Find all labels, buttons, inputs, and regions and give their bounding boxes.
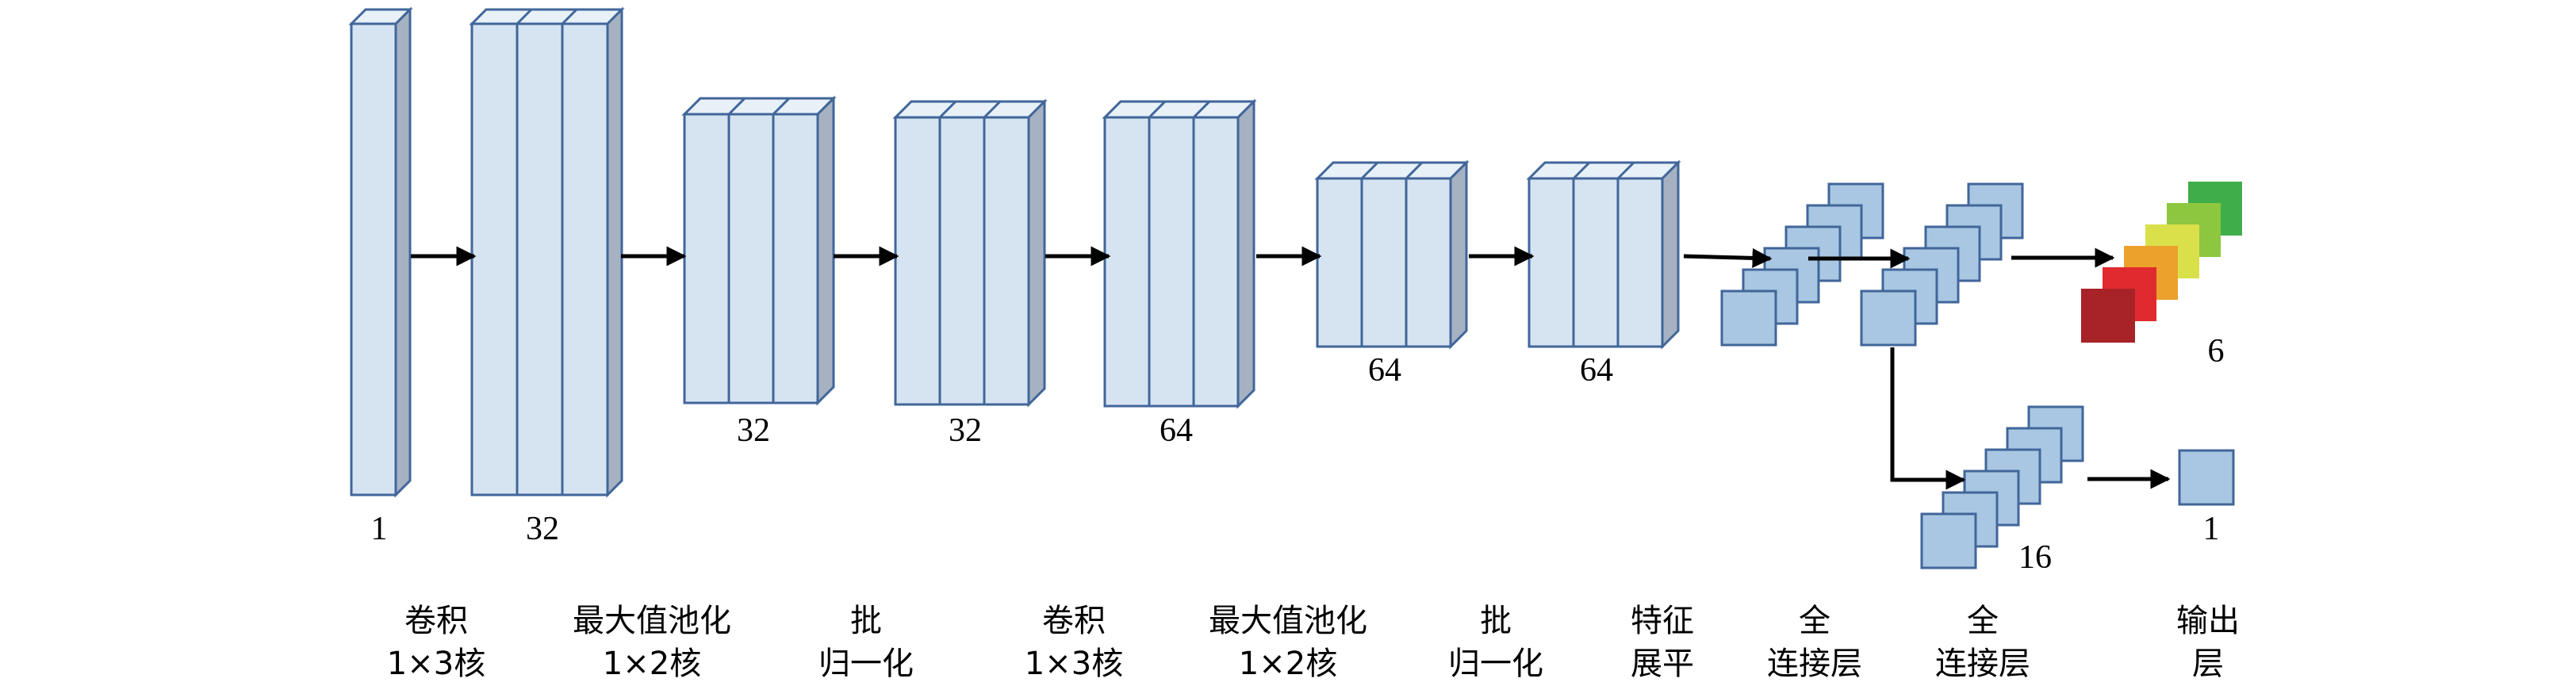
pool1-block xyxy=(681,95,837,406)
bn2-top-face xyxy=(1526,161,1681,180)
pool1-channel-slab xyxy=(683,113,730,404)
conv2-block xyxy=(1102,98,1257,409)
output-class-square xyxy=(2081,289,2135,343)
bn2-slab-edge xyxy=(1616,161,1635,180)
bn2-channel-slab xyxy=(1572,177,1620,348)
dense1-node-stack xyxy=(1860,182,2024,347)
caption-dense2-title: 全 xyxy=(1967,603,1999,639)
bn2-channel-slab xyxy=(1616,177,1664,348)
layer-captions: 卷积 1×3核 最大值池化 1×2核 批 归一化 卷积 1×3核 最大值池化 1… xyxy=(387,603,2240,682)
bn1-channels-label: 32 xyxy=(949,412,982,449)
caption-pool1-title: 最大值池化 xyxy=(573,603,731,639)
caption-pool1-kernel: 1×2核 xyxy=(603,646,701,682)
dense-layer-nodes xyxy=(1720,182,2242,569)
pool2-side-face xyxy=(1449,159,1468,350)
hidden-layer-size-label: 16 xyxy=(2018,539,2052,576)
conv2-slab-edge xyxy=(1148,100,1167,119)
flatten-node-stack-node xyxy=(1720,289,1777,347)
output-multiclass-label: 6 xyxy=(2208,333,2225,370)
conv1-channel-slab xyxy=(561,22,609,496)
caption-flatten-sub: 展平 xyxy=(1631,646,1694,682)
pool2-channel-slab xyxy=(1405,177,1452,348)
caption-bn1-title: 批 xyxy=(850,603,882,639)
bn1-channel-slab xyxy=(894,116,941,406)
feature-map-stacks xyxy=(348,6,1681,498)
conv1-channels-label: 32 xyxy=(526,511,559,547)
caption-conv2-title: 卷积 xyxy=(1042,603,1106,639)
dense1-node-stack-node xyxy=(1860,289,1917,347)
caption-dense1-sub: 连接层 xyxy=(1767,646,1862,682)
bn1-slab-edge xyxy=(983,100,1002,119)
pool2-block xyxy=(1314,159,1470,350)
conv1-channel-slab xyxy=(470,22,519,496)
caption-bn2-title: 批 xyxy=(1480,603,1512,639)
output-single-label: 1 xyxy=(2203,511,2220,547)
pool2-top-face xyxy=(1314,161,1470,180)
bn2-block xyxy=(1526,159,1681,350)
flatten-node-stack xyxy=(1720,182,1884,347)
pool2-channel-slab xyxy=(1316,177,1363,348)
conv2-channels-label: 64 xyxy=(1160,412,1193,449)
bn1-channel-slab xyxy=(983,116,1030,406)
pool1-slab-edge xyxy=(772,97,791,116)
caption-conv2-kernel: 1×3核 xyxy=(1025,646,1123,682)
arrow-bn2-to-flatten xyxy=(1683,247,1773,268)
bn1-channel-slab xyxy=(938,116,986,406)
conv2-channel-slab xyxy=(1148,116,1195,408)
input-channel-slab xyxy=(350,22,397,496)
bn2-channels-label: 64 xyxy=(1580,352,1613,389)
conv2-top-face xyxy=(1102,100,1257,119)
caption-output-sub: 层 xyxy=(2192,646,2224,682)
caption-output-title: 输出 xyxy=(2176,603,2240,639)
conv1-block xyxy=(469,6,625,498)
conv1-slab-edge xyxy=(516,8,533,25)
output-multiclass-stack xyxy=(2081,182,2242,343)
conv1-side-face xyxy=(606,6,623,498)
conv2-slab-edge xyxy=(1192,100,1211,119)
output-single-node xyxy=(2178,449,2235,506)
arrow-dense-to-hidden16 xyxy=(1890,347,1966,490)
pool1-side-face xyxy=(816,95,835,406)
pool2-channel-slab xyxy=(1360,177,1408,348)
dense2-node-stack-node xyxy=(1920,512,1977,569)
pool2-slab-edge xyxy=(1360,161,1379,180)
caption-pool2-title: 最大值池化 xyxy=(1209,603,1367,639)
input-side-face xyxy=(394,6,412,498)
pool1-channel-slab xyxy=(727,113,775,404)
bn2-side-face xyxy=(1661,159,1680,350)
conv2-channel-slab xyxy=(1103,116,1151,408)
conv1-channel-slab xyxy=(516,22,564,496)
bn1-top-face xyxy=(892,100,1048,119)
caption-bn1-sub: 归一化 xyxy=(818,646,914,682)
bn2-channel-slab xyxy=(1528,177,1575,348)
input-channels-label: 1 xyxy=(371,511,388,547)
block-channel-labels: 1 32 32 32 64 64 64 6 16 1 xyxy=(371,333,2225,576)
pool1-slab-edge xyxy=(727,97,746,116)
bn1-block xyxy=(892,98,1048,408)
pool1-channel-slab xyxy=(772,113,819,404)
caption-dense2-sub: 连接层 xyxy=(1935,646,2030,682)
conv1-slab-edge xyxy=(561,8,578,25)
pool2-channels-label: 64 xyxy=(1368,352,1401,389)
pool2-slab-edge xyxy=(1405,161,1424,180)
input-block xyxy=(348,6,413,498)
caption-bn2-sub: 归一化 xyxy=(1448,646,1543,682)
caption-conv1-title: 卷积 xyxy=(404,603,468,639)
caption-dense1-title: 全 xyxy=(1799,603,1830,639)
caption-pool2-kernel: 1×2核 xyxy=(1239,646,1337,682)
caption-conv1-kernel: 1×3核 xyxy=(387,646,485,682)
conv2-side-face xyxy=(1236,98,1255,409)
conv1-top-face xyxy=(469,8,625,25)
bn1-slab-edge xyxy=(938,100,957,119)
pool1-channels-label: 32 xyxy=(737,412,770,449)
bn1-side-face xyxy=(1027,98,1046,408)
flow-arrows xyxy=(411,246,2171,490)
pool1-top-face xyxy=(681,97,837,116)
dense2-node-stack xyxy=(1920,405,2084,569)
bn2-slab-edge xyxy=(1572,161,1591,180)
conv2-channel-slab xyxy=(1192,116,1240,408)
caption-flatten-title: 特征 xyxy=(1631,603,1694,639)
